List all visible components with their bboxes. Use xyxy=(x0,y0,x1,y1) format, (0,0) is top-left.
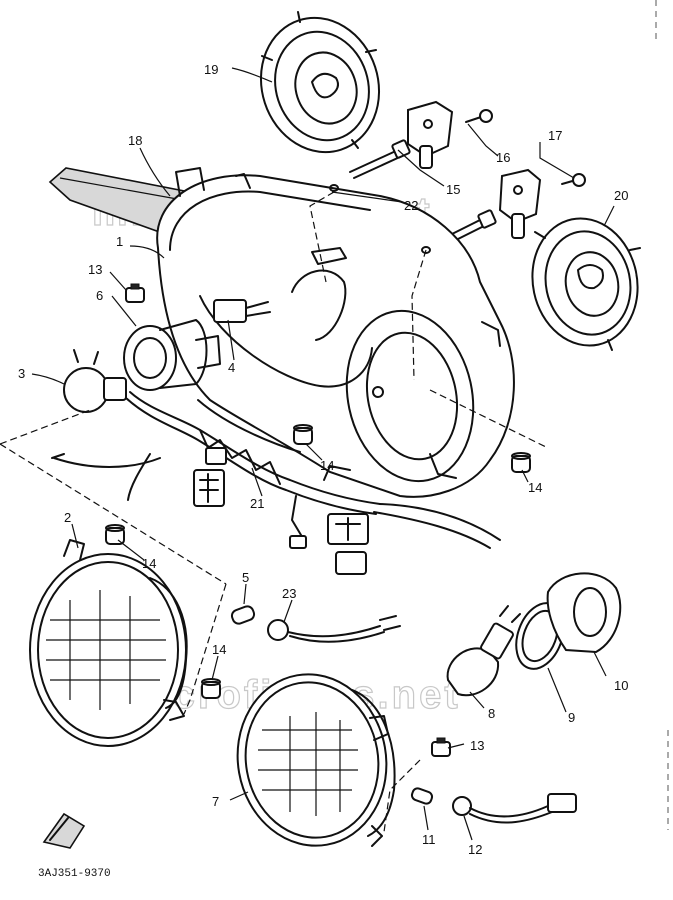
callout-6: 6 xyxy=(96,288,103,303)
socket-13-lower xyxy=(431,737,451,757)
socket-13-upper xyxy=(125,283,145,303)
callout-2: 2 xyxy=(64,510,71,525)
callout-17: 17 xyxy=(548,128,562,143)
callout-14a: 14 xyxy=(320,458,334,473)
bulb-11 xyxy=(410,787,434,805)
wire-harness-21 xyxy=(51,391,501,575)
adjuster-bracket-16b xyxy=(498,168,542,239)
callout-22: 22 xyxy=(404,198,418,213)
callout-7: 7 xyxy=(212,794,219,809)
socket-12 xyxy=(452,793,577,824)
grommet-14a xyxy=(293,424,313,445)
halogen-bulb-8 xyxy=(446,605,521,697)
callout-labels: 19 18 17 16 15 20 22 1 13 6 4 3 14 14 21… xyxy=(18,62,628,857)
callout-18: 18 xyxy=(128,133,142,148)
drawing-code: 3AJ351-9370 xyxy=(38,868,111,880)
callout-15: 15 xyxy=(446,182,460,197)
position-light-housing-6 xyxy=(123,319,221,391)
bulb-5 xyxy=(230,605,256,625)
callout-14c: 14 xyxy=(142,556,156,571)
callout-5: 5 xyxy=(242,570,249,585)
grommet-14c xyxy=(105,524,125,545)
headlight-unit-2 xyxy=(29,539,188,747)
connector-4 xyxy=(213,299,271,323)
callout-11: 11 xyxy=(422,832,436,847)
callout-19: 19 xyxy=(204,62,218,77)
callout-20: 20 xyxy=(614,188,628,203)
callout-14d: 14 xyxy=(212,642,226,657)
callout-10: 10 xyxy=(614,678,628,693)
callout-21: 21 xyxy=(250,496,264,511)
callout-23: 23 xyxy=(282,586,296,601)
rubber-cover-10 xyxy=(546,572,622,654)
callout-8: 8 xyxy=(488,706,495,721)
headlight-unit-7 xyxy=(236,673,396,847)
callout-3: 3 xyxy=(18,366,25,381)
socket-23 xyxy=(267,615,401,643)
callout-14b: 14 xyxy=(528,480,542,495)
cover-ring-19 xyxy=(259,11,381,154)
o-ring-22 xyxy=(329,184,431,254)
callout-16: 16 xyxy=(496,150,510,165)
leader-lines xyxy=(31,67,615,841)
callout-4: 4 xyxy=(228,360,235,375)
callout-1: 1 xyxy=(116,234,123,249)
grommet-14b xyxy=(511,452,531,473)
dashed-reference-lines xyxy=(0,191,549,833)
grommet-14d xyxy=(201,678,221,699)
adjuster-bracket-16a xyxy=(407,100,454,169)
callout-12: 12 xyxy=(468,842,482,857)
callout-13a: 13 xyxy=(88,262,102,277)
cover-ring-20 xyxy=(531,217,641,351)
bulb-3 xyxy=(63,349,127,413)
callout-9: 9 xyxy=(568,710,575,725)
callout-13b: 13 xyxy=(470,738,484,753)
front-direction-arrow-icon xyxy=(42,812,86,849)
bolt-17 xyxy=(465,109,586,187)
